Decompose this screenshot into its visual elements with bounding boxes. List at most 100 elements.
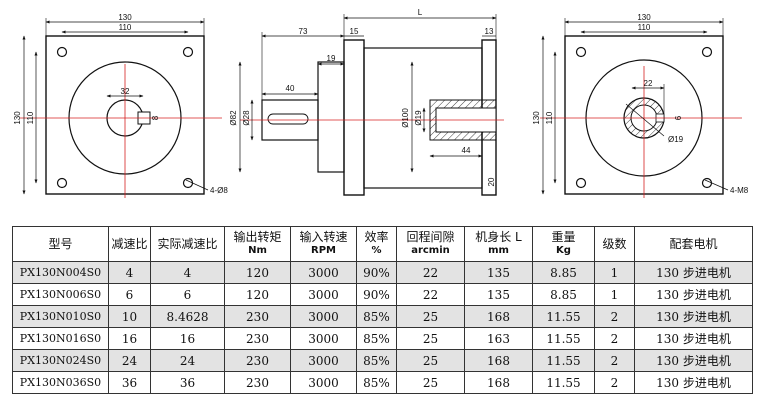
side-dim-40: 40 (286, 84, 295, 93)
column-header-label: 效率 (364, 230, 389, 244)
front-right-key-height: 6 (674, 115, 683, 120)
model-cell: PX130N024S0 (12, 349, 109, 372)
table-cell: 8.85 (532, 261, 595, 284)
table-cell: 11.55 (532, 327, 595, 350)
column-header-unit: RPM (311, 245, 336, 256)
front-left-height-inner: 110 (26, 111, 35, 124)
column-header-label: 输出转矩 (233, 230, 282, 244)
table-cell: 90% (356, 261, 397, 284)
table-cell: 168 (464, 349, 533, 372)
front-right-height-outer: 130 (532, 111, 541, 125)
table-cell: 130 步进电机 (634, 305, 753, 328)
table-cell: 230 (224, 327, 291, 350)
column-header-label: 级数 (602, 236, 627, 251)
front-right-width-outer: 130 (637, 13, 651, 22)
table-cell: 1 (594, 283, 635, 306)
side-dim-73: 73 (299, 27, 308, 36)
front-view-input: 130 110 130 110 22 6 Ø19 4-M8 (532, 13, 749, 198)
front-view-output: 130 110 130 110 32 8 4-Ø8 (13, 13, 228, 198)
table-cell: 85% (356, 327, 397, 350)
column-header: 型号 (12, 226, 109, 262)
table-cell: 130 步进电机 (634, 327, 753, 350)
table-cell: 11.55 (532, 305, 595, 328)
side-dim-28: Ø28 (242, 110, 251, 126)
side-dim-19b: Ø19 (414, 110, 423, 126)
table-cell: 230 (224, 349, 291, 372)
table-cell: 36 (150, 371, 225, 394)
column-header-unit: % (371, 245, 382, 256)
front-left-holes: 4-Ø8 (210, 186, 228, 195)
model-cell: PX130N036S0 (12, 371, 109, 394)
front-left-width-inner: 110 (119, 23, 132, 32)
table-cell: 3000 (290, 305, 357, 328)
table-cell: 2 (594, 371, 635, 394)
table-cell: 85% (356, 305, 397, 328)
table-cell: 230 (224, 305, 291, 328)
table-cell: 85% (356, 371, 397, 394)
table-cell: 22 (396, 283, 465, 306)
table-cell: 25 (396, 305, 465, 328)
column-header: 效率% (356, 226, 397, 262)
model-cell: PX130N004S0 (12, 261, 109, 284)
front-right-height-inner: 110 (545, 111, 554, 124)
side-dim-82: Ø82 (229, 110, 238, 126)
side-length: L (418, 8, 423, 17)
side-view: L 73 15 13 19 40 Ø82 Ø28 Ø100 Ø19 44 20 (229, 8, 504, 196)
front-right-holes: 4-M8 (730, 186, 749, 195)
table-cell: 22 (396, 261, 465, 284)
table-cell: 2 (594, 305, 635, 328)
column-header-label: 实际减速比 (157, 236, 218, 251)
table-cell: 135 (464, 261, 533, 284)
table-cell: 120 (224, 261, 291, 284)
column-header-label: 配套电机 (669, 236, 718, 251)
table-cell: 130 步进电机 (634, 261, 753, 284)
front-right-key-width: 22 (644, 79, 653, 88)
column-header-label: 减速比 (111, 236, 148, 251)
column-header-unit: arcmin (411, 245, 450, 256)
table-cell: 25 (396, 349, 465, 372)
column-header-unit: Nm (248, 245, 267, 256)
table-cell: 135 (464, 283, 533, 306)
table-cell: 10 (108, 305, 151, 328)
table-cell: 3000 (290, 371, 357, 394)
column-header-unit: Kg (556, 245, 571, 256)
table-cell: 2 (594, 349, 635, 372)
side-dim-100: Ø100 (401, 108, 410, 128)
table-cell: 36 (108, 371, 151, 394)
table-cell: 3000 (290, 349, 357, 372)
front-right-width-inner: 110 (638, 23, 651, 32)
column-header-label: 机身长 L (475, 230, 522, 244)
table-cell: 85% (356, 349, 397, 372)
side-dim-15: 15 (350, 27, 359, 36)
table-cell: 120 (224, 283, 291, 306)
front-left-width-outer: 130 (118, 13, 132, 22)
table-cell: 3000 (290, 261, 357, 284)
technical-drawing: 130 110 130 110 32 8 4-Ø8 L (13, 8, 749, 198)
table-cell: 6 (150, 283, 225, 306)
table-cell: 4 (150, 261, 225, 284)
table-cell: 4 (108, 261, 151, 284)
table-cell: 90% (356, 283, 397, 306)
table-cell: 163 (464, 327, 533, 350)
front-left-key: 8 (151, 115, 160, 120)
table-cell: 8.85 (532, 283, 595, 306)
table-cell: 130 步进电机 (634, 349, 753, 372)
model-cell: PX130N016S0 (12, 327, 109, 350)
table-cell: 16 (108, 327, 151, 350)
table-cell: 8.4628 (150, 305, 225, 328)
table-cell: 2 (594, 327, 635, 350)
column-header: 级数 (594, 226, 635, 262)
